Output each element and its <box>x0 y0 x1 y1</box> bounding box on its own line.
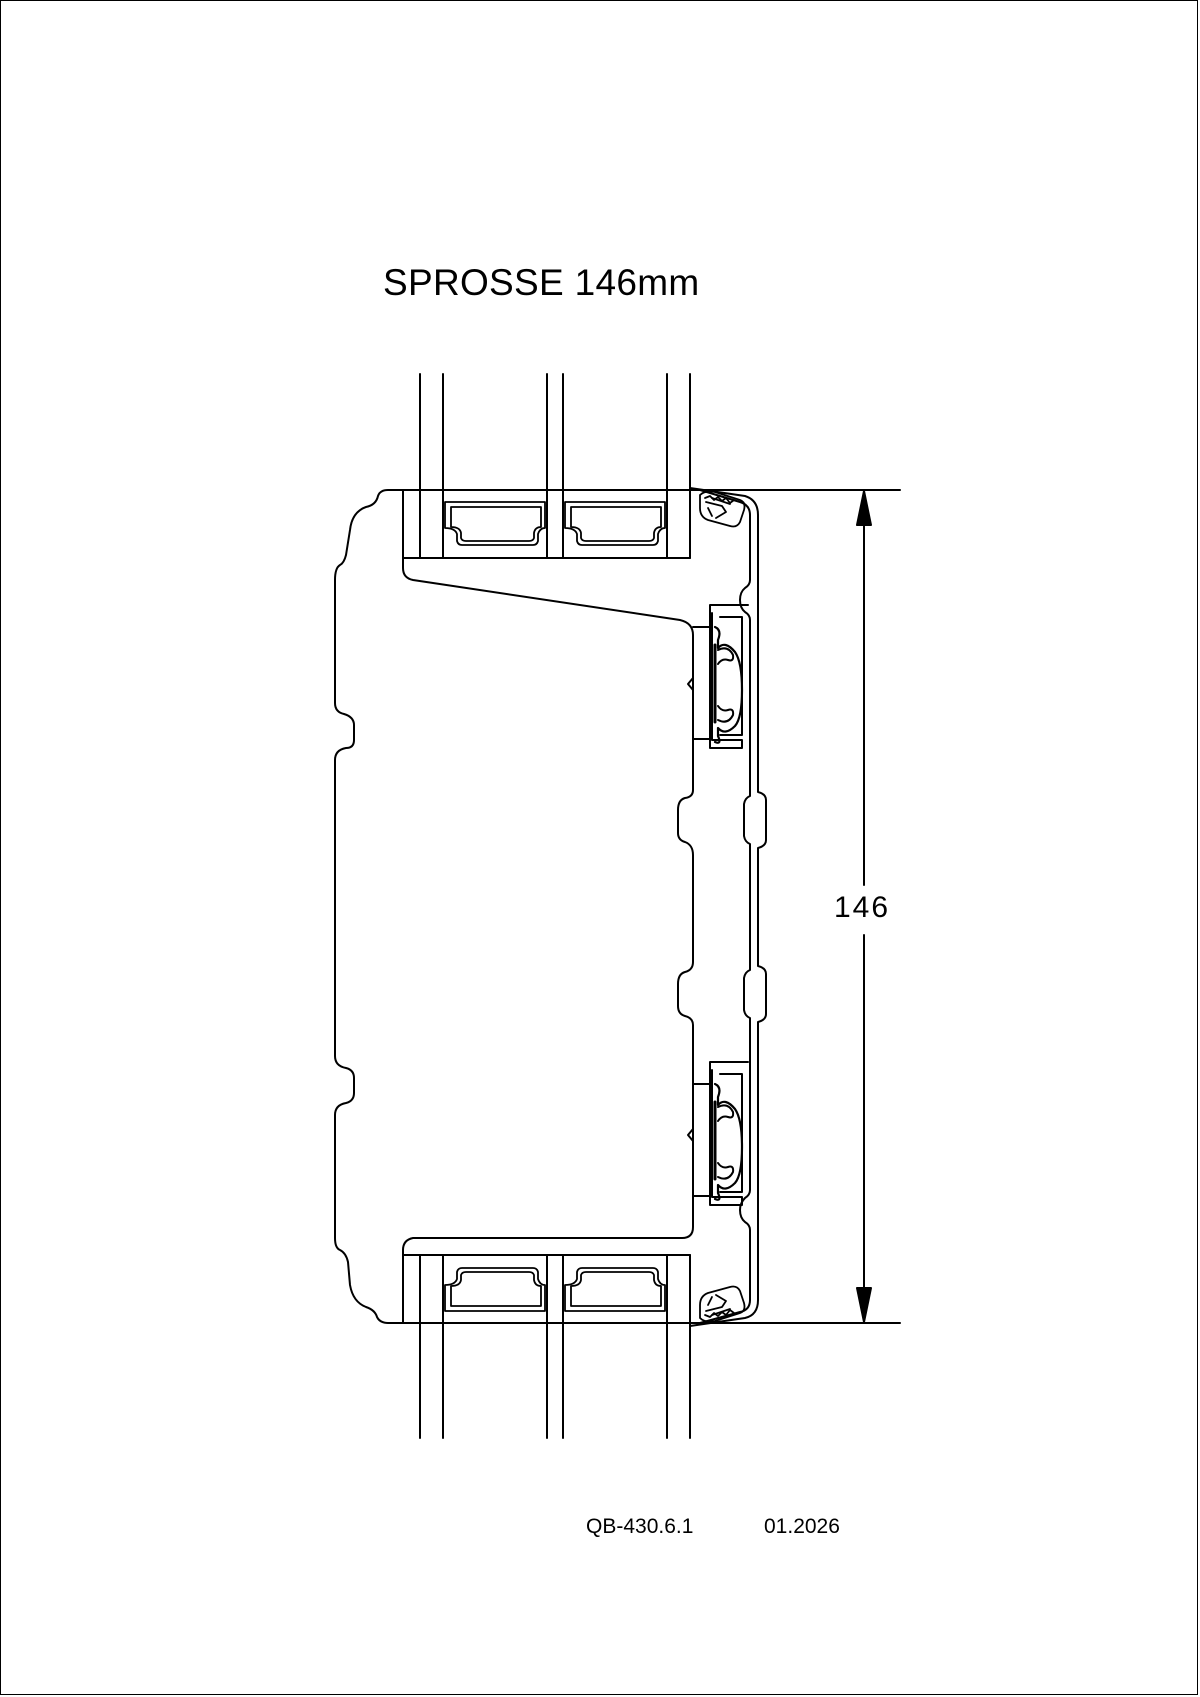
spacer-profiles-top <box>444 501 666 546</box>
glazing-bead-clip-bottom <box>699 1285 746 1323</box>
outer-profile-right <box>689 487 767 1327</box>
drawing-title: SPROSSE 146mm <box>383 262 700 303</box>
drawing-number: QB-430.6.1 <box>586 1515 694 1538</box>
glazing-edge-top <box>402 489 691 559</box>
arrow-down-icon <box>856 1287 872 1323</box>
glazing-panes-bottom <box>419 1322 691 1439</box>
drawing-date: 01.2026 <box>764 1515 840 1538</box>
dimension-line <box>689 489 901 1324</box>
glazing-gasket-top <box>687 604 749 749</box>
spacer-profiles-bottom <box>444 1267 666 1312</box>
glazing-panes-top <box>419 373 691 491</box>
glazing-gasket-bottom <box>687 1061 749 1206</box>
glazing-edge-bottom <box>402 1254 691 1324</box>
mullion-profile <box>334 489 694 1324</box>
glazing-bead-clip-top <box>699 490 746 528</box>
dimension-value: 146 <box>832 891 893 925</box>
arrow-up-icon <box>856 490 872 526</box>
